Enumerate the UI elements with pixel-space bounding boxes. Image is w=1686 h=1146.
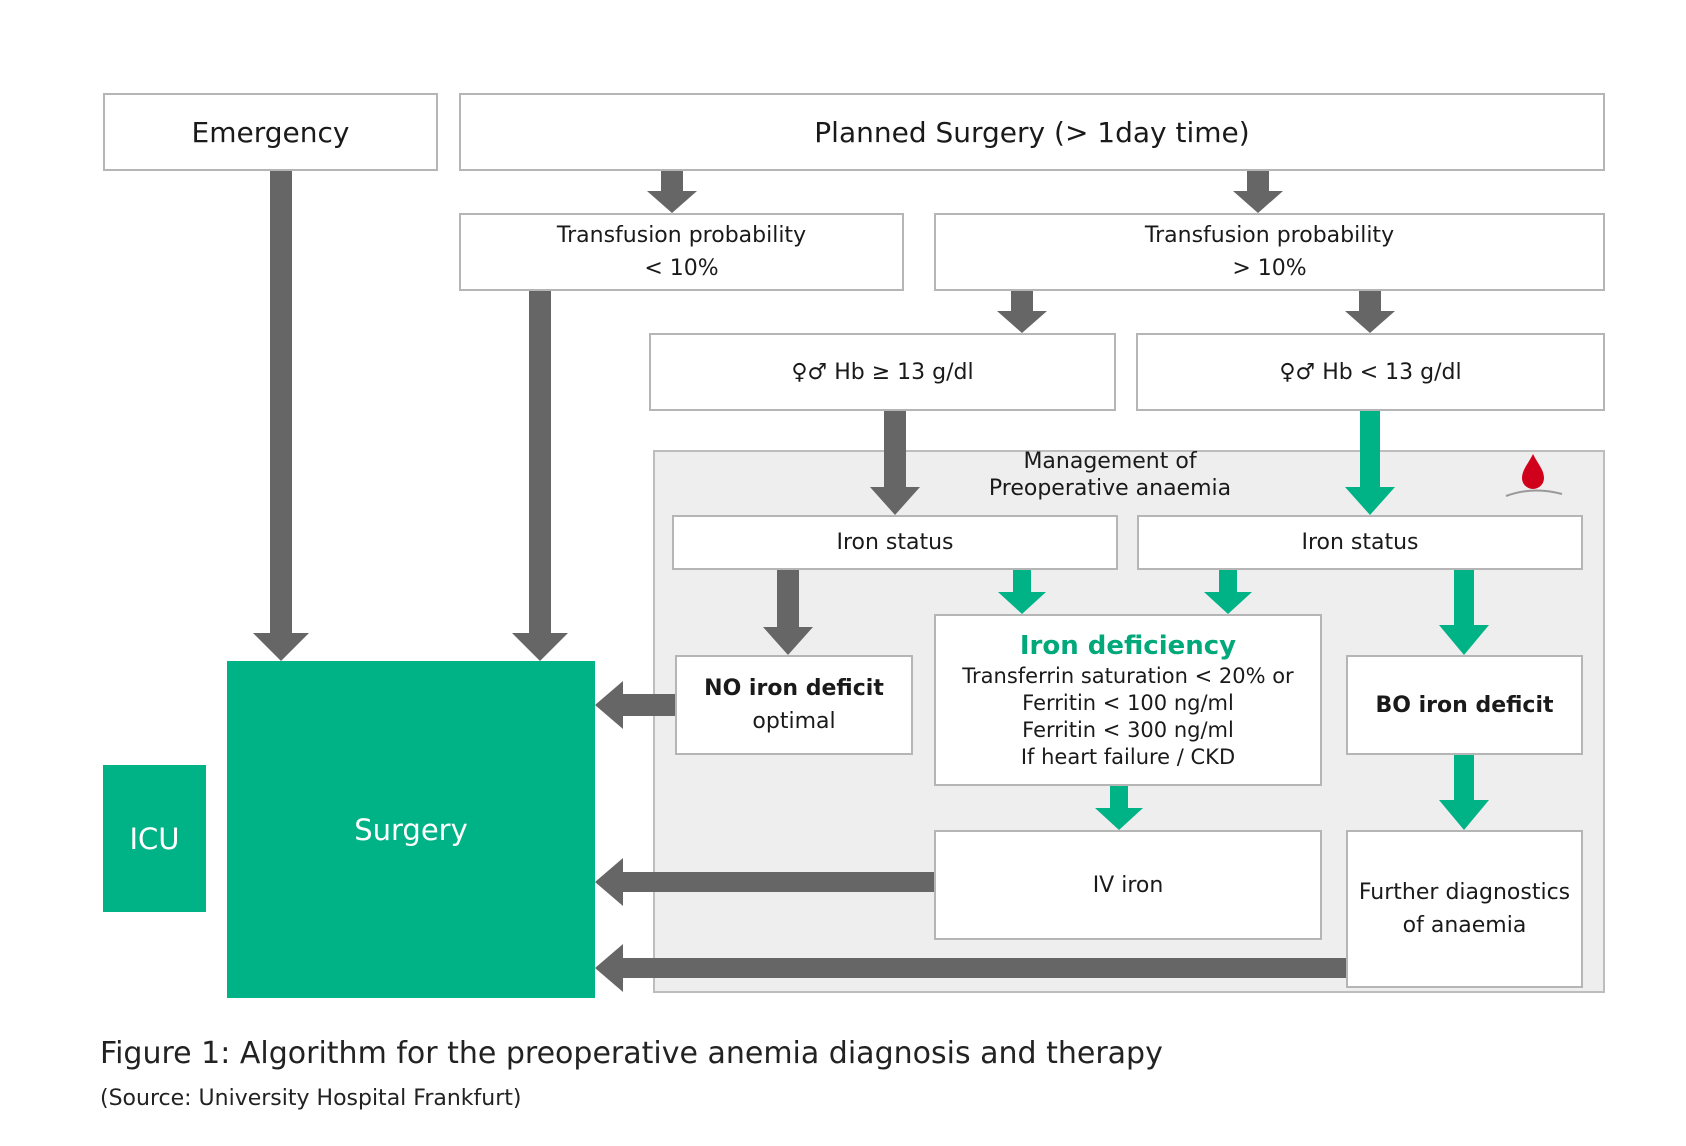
arrow-bo-deficit-to-further-diagnostics [1439, 755, 1489, 830]
arrow-further-diagnostics-to-surgery [595, 944, 1346, 992]
transfusion-probability-high-box: Transfusion probability > 10% [934, 213, 1605, 291]
icu-box: ICU [103, 765, 206, 912]
no-iron-deficit-box: NO iron deficit optimal [675, 655, 913, 755]
hb-high-box: ♀♂ Hb ≥ 13 g/dl [649, 333, 1116, 411]
emergency-box: Emergency [103, 93, 438, 171]
arrow-hb-low-to-iron-status [1345, 411, 1395, 515]
patient-blood-management-logo [1505, 454, 1563, 497]
arrow-iron-status-right-to-deficiency [1204, 570, 1252, 614]
iv-iron-box: IV iron [934, 830, 1322, 940]
arrow-transfusion-high-to-hb-high [997, 291, 1047, 333]
arrow-iron-status-to-no-deficit [763, 570, 813, 655]
arrow-iv-iron-to-surgery [595, 858, 934, 906]
figure-caption: Figure 1: Algorithm for the preoperative… [100, 1036, 1163, 1071]
arrow-hb-high-to-iron-status [870, 411, 920, 515]
transfusion-probability-low-box: Transfusion probability < 10% [459, 213, 904, 291]
iron-status-right-box: Iron status [1137, 515, 1583, 570]
iron-deficiency-box: Iron deficiency Transferrin saturation <… [934, 614, 1322, 786]
arrow-iron-status-left-to-deficiency [998, 570, 1046, 614]
further-diagnostics-box: Further diagnostics of anaemia [1346, 830, 1583, 988]
management-title: Management of Preoperative anaemia [988, 449, 1232, 501]
arrow-iron-status-to-bo-deficit [1439, 570, 1489, 655]
iron-status-left-box: Iron status [672, 515, 1118, 570]
hb-low-box: ♀♂ Hb < 13 g/dl [1136, 333, 1605, 411]
arrow-planned-to-transfusion-high [1233, 171, 1283, 213]
arrow-planned-to-transfusion-low [647, 171, 697, 213]
figure-source: (Source: University Hospital Frankfurt) [100, 1086, 522, 1111]
arrow-no-deficit-to-surgery [595, 681, 675, 729]
arrow-transfusion-high-to-hb-low [1345, 291, 1395, 333]
arrow-emergency-to-surgery [253, 171, 309, 661]
arrow-low-transfusion-to-surgery [512, 291, 568, 661]
planned-surgery-box: Planned Surgery (> 1day time) [459, 93, 1605, 171]
surgery-box: Surgery [227, 661, 595, 998]
bo-iron-deficit-box: BO iron deficit [1346, 655, 1583, 755]
arrow-deficiency-to-iv-iron [1095, 786, 1143, 830]
